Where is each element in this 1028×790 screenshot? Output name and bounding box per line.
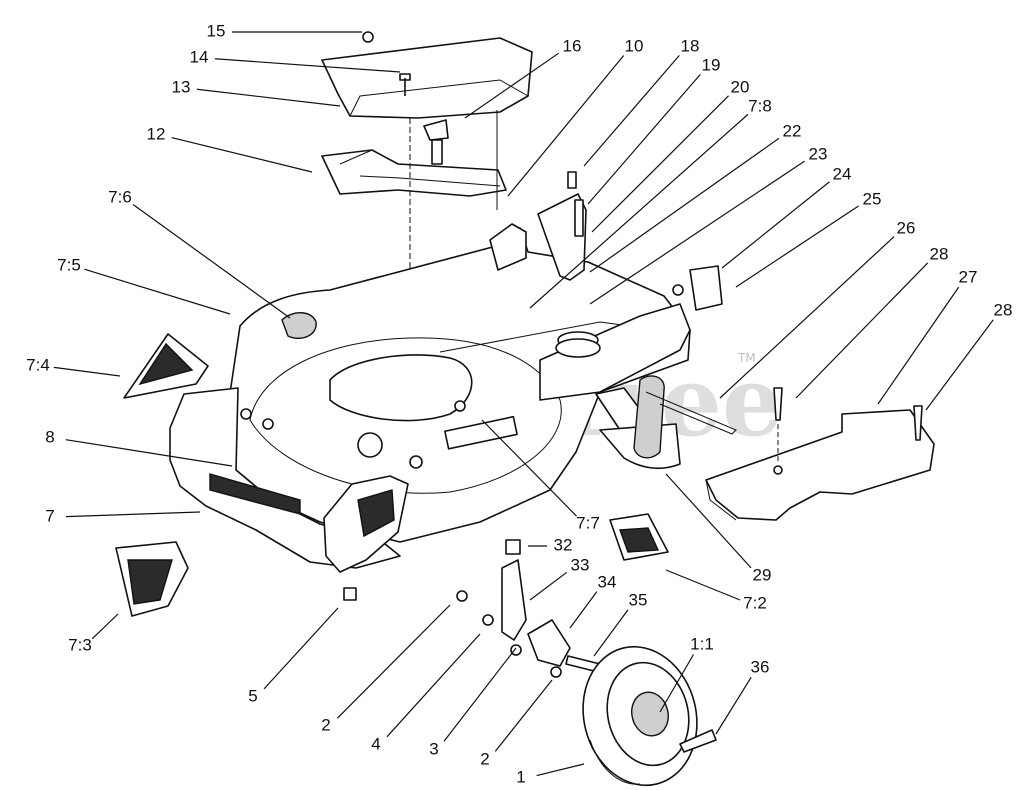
- callout-label-16: 16: [563, 36, 582, 55]
- callout-leader-7-5: [84, 268, 231, 315]
- callout-label-35: 35: [629, 590, 648, 609]
- callout-leader-7-7: [481, 419, 578, 517]
- callout-label-7-2: 7:2: [743, 593, 767, 612]
- part-side-skirt: [169, 387, 409, 601]
- callout-leader-14: [214, 58, 401, 73]
- callout-leader-24: [721, 181, 830, 269]
- part-wheel-bracket: [456, 539, 601, 678]
- callout-label-26: 26: [897, 218, 916, 237]
- callout-leader-1: [536, 763, 585, 777]
- part-deflector-rear: [609, 513, 669, 561]
- callout-label-29: 29: [753, 565, 772, 584]
- callout-leader-35: [593, 609, 629, 657]
- callout-label-34: 34: [598, 572, 617, 591]
- callout-leader-13: [196, 88, 341, 107]
- callout-leader-3: [443, 647, 517, 742]
- callout-leader-5: [263, 607, 339, 690]
- callout-label-12: 12: [147, 124, 166, 143]
- callout-leader-23: [589, 160, 805, 305]
- callout-label-32: 32: [554, 535, 573, 554]
- callout-label-19: 19: [702, 55, 721, 74]
- callout-label-33: 33: [571, 555, 590, 574]
- callout-leader-12: [171, 137, 313, 173]
- watermark-tm: TM: [737, 351, 756, 365]
- callout-leader-7-4: [53, 366, 121, 377]
- callout-leader-28b: [925, 319, 994, 411]
- callout-leader-7-2: [665, 569, 741, 601]
- callout-leader-19: [587, 73, 701, 205]
- callout-label-8: 8: [45, 427, 54, 446]
- callout-label-4: 4: [371, 734, 380, 753]
- callout-leader-7-8: [529, 113, 749, 309]
- callout-leader-26: [719, 236, 895, 399]
- callout-label-36: 36: [751, 657, 770, 676]
- callout-label-7-8: 7:8: [748, 96, 772, 115]
- callout-label-7-4: 7:4: [26, 355, 50, 374]
- callout-label-18: 18: [681, 36, 700, 55]
- part-rear-cover: [321, 31, 533, 119]
- callout-leader-1-1: [659, 654, 695, 713]
- callout-label-2a: 2: [321, 715, 330, 734]
- callout-leader-2b: [494, 679, 553, 752]
- callout-leader-28a: [795, 262, 929, 399]
- part-right-plate: [489, 171, 587, 281]
- callout-leader-29: [665, 473, 752, 569]
- callout-leader-20: [591, 95, 729, 233]
- callout-leader-36: [715, 677, 752, 735]
- part-wheel: [582, 645, 717, 787]
- callout-leader-8: [65, 439, 233, 467]
- callout-label-2b: 2: [480, 749, 489, 768]
- callout-leader-4: [386, 633, 481, 738]
- part-mower-deck: [225, 227, 691, 543]
- callout-leader-7: [65, 511, 201, 518]
- callout-label-7-5: 7:5: [57, 255, 81, 274]
- part-deflector-lower: [115, 541, 189, 617]
- part-drive-housing: [539, 303, 691, 470]
- callout-label-27: 27: [959, 267, 978, 286]
- callout-label-7-3: 7:3: [68, 635, 92, 654]
- callout-leader-33: [529, 571, 568, 601]
- callout-label-22: 22: [783, 121, 802, 140]
- part-cover-plate: [705, 387, 935, 521]
- callout-leader-2a: [337, 604, 451, 719]
- callout-label-20: 20: [731, 77, 750, 96]
- callout-label-13: 13: [172, 77, 191, 96]
- callout-label-7-6: 7:6: [108, 187, 132, 206]
- callout-label-25: 25: [863, 189, 882, 208]
- callout-label-1-1: 1:1: [690, 634, 714, 653]
- callout-label-28a: 28: [930, 244, 949, 263]
- callout-leader-16: [464, 52, 560, 119]
- part-small-bracket: [672, 265, 723, 311]
- callout-leader-7-6: [132, 203, 291, 319]
- callout-label-15: 15: [207, 21, 226, 40]
- callout-label-10: 10: [625, 36, 644, 55]
- callout-label-1: 1: [516, 767, 525, 786]
- callout-label-14: 14: [190, 47, 209, 66]
- part-rod: [645, 391, 737, 435]
- callout-label-5: 5: [248, 686, 257, 705]
- callout-leader-27: [877, 286, 960, 405]
- callout-leader-34: [569, 591, 598, 629]
- callout-leader-22: [589, 137, 780, 273]
- part-bracket: [321, 110, 507, 340]
- callout-leader-25: [735, 205, 859, 288]
- callout-label-23: 23: [809, 144, 828, 163]
- callout-label-7-7: 7:7: [576, 513, 600, 532]
- callout-label-7: 7: [45, 506, 54, 525]
- callout-leader-10: [507, 55, 625, 197]
- callout-leader-7-3: [91, 613, 119, 640]
- part-deflector-left: [123, 333, 209, 399]
- callout-leader-18: [583, 54, 680, 167]
- callout-label-24: 24: [833, 164, 852, 183]
- callout-label-3: 3: [429, 739, 438, 758]
- callout-label-28b: 28: [994, 300, 1013, 319]
